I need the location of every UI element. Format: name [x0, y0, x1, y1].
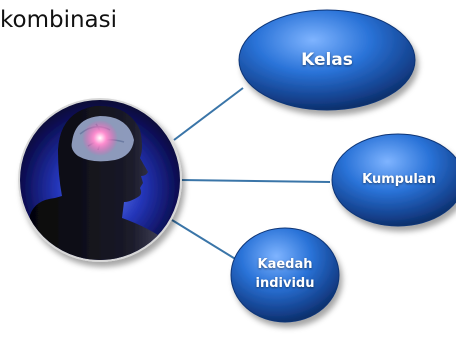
connector-kumpulan [179, 179, 331, 183]
node-kelas [238, 9, 416, 111]
connector-kelas [173, 87, 244, 141]
head-with-glowing-brain-icon [18, 98, 182, 262]
node-kelas-label: Kelas [301, 50, 353, 70]
node-kaedah-individu-label: Kaedah individu [240, 255, 330, 293]
heading-text: kombinasi [0, 7, 118, 33]
node-kaedah-individu [230, 227, 340, 323]
node-kaedah-label-line1: Kaedah [257, 257, 313, 272]
node-kaedah-label-line2: individu [255, 276, 315, 291]
node-kumpulan-label: Kumpulan [362, 172, 436, 187]
node-kumpulan [331, 133, 456, 227]
